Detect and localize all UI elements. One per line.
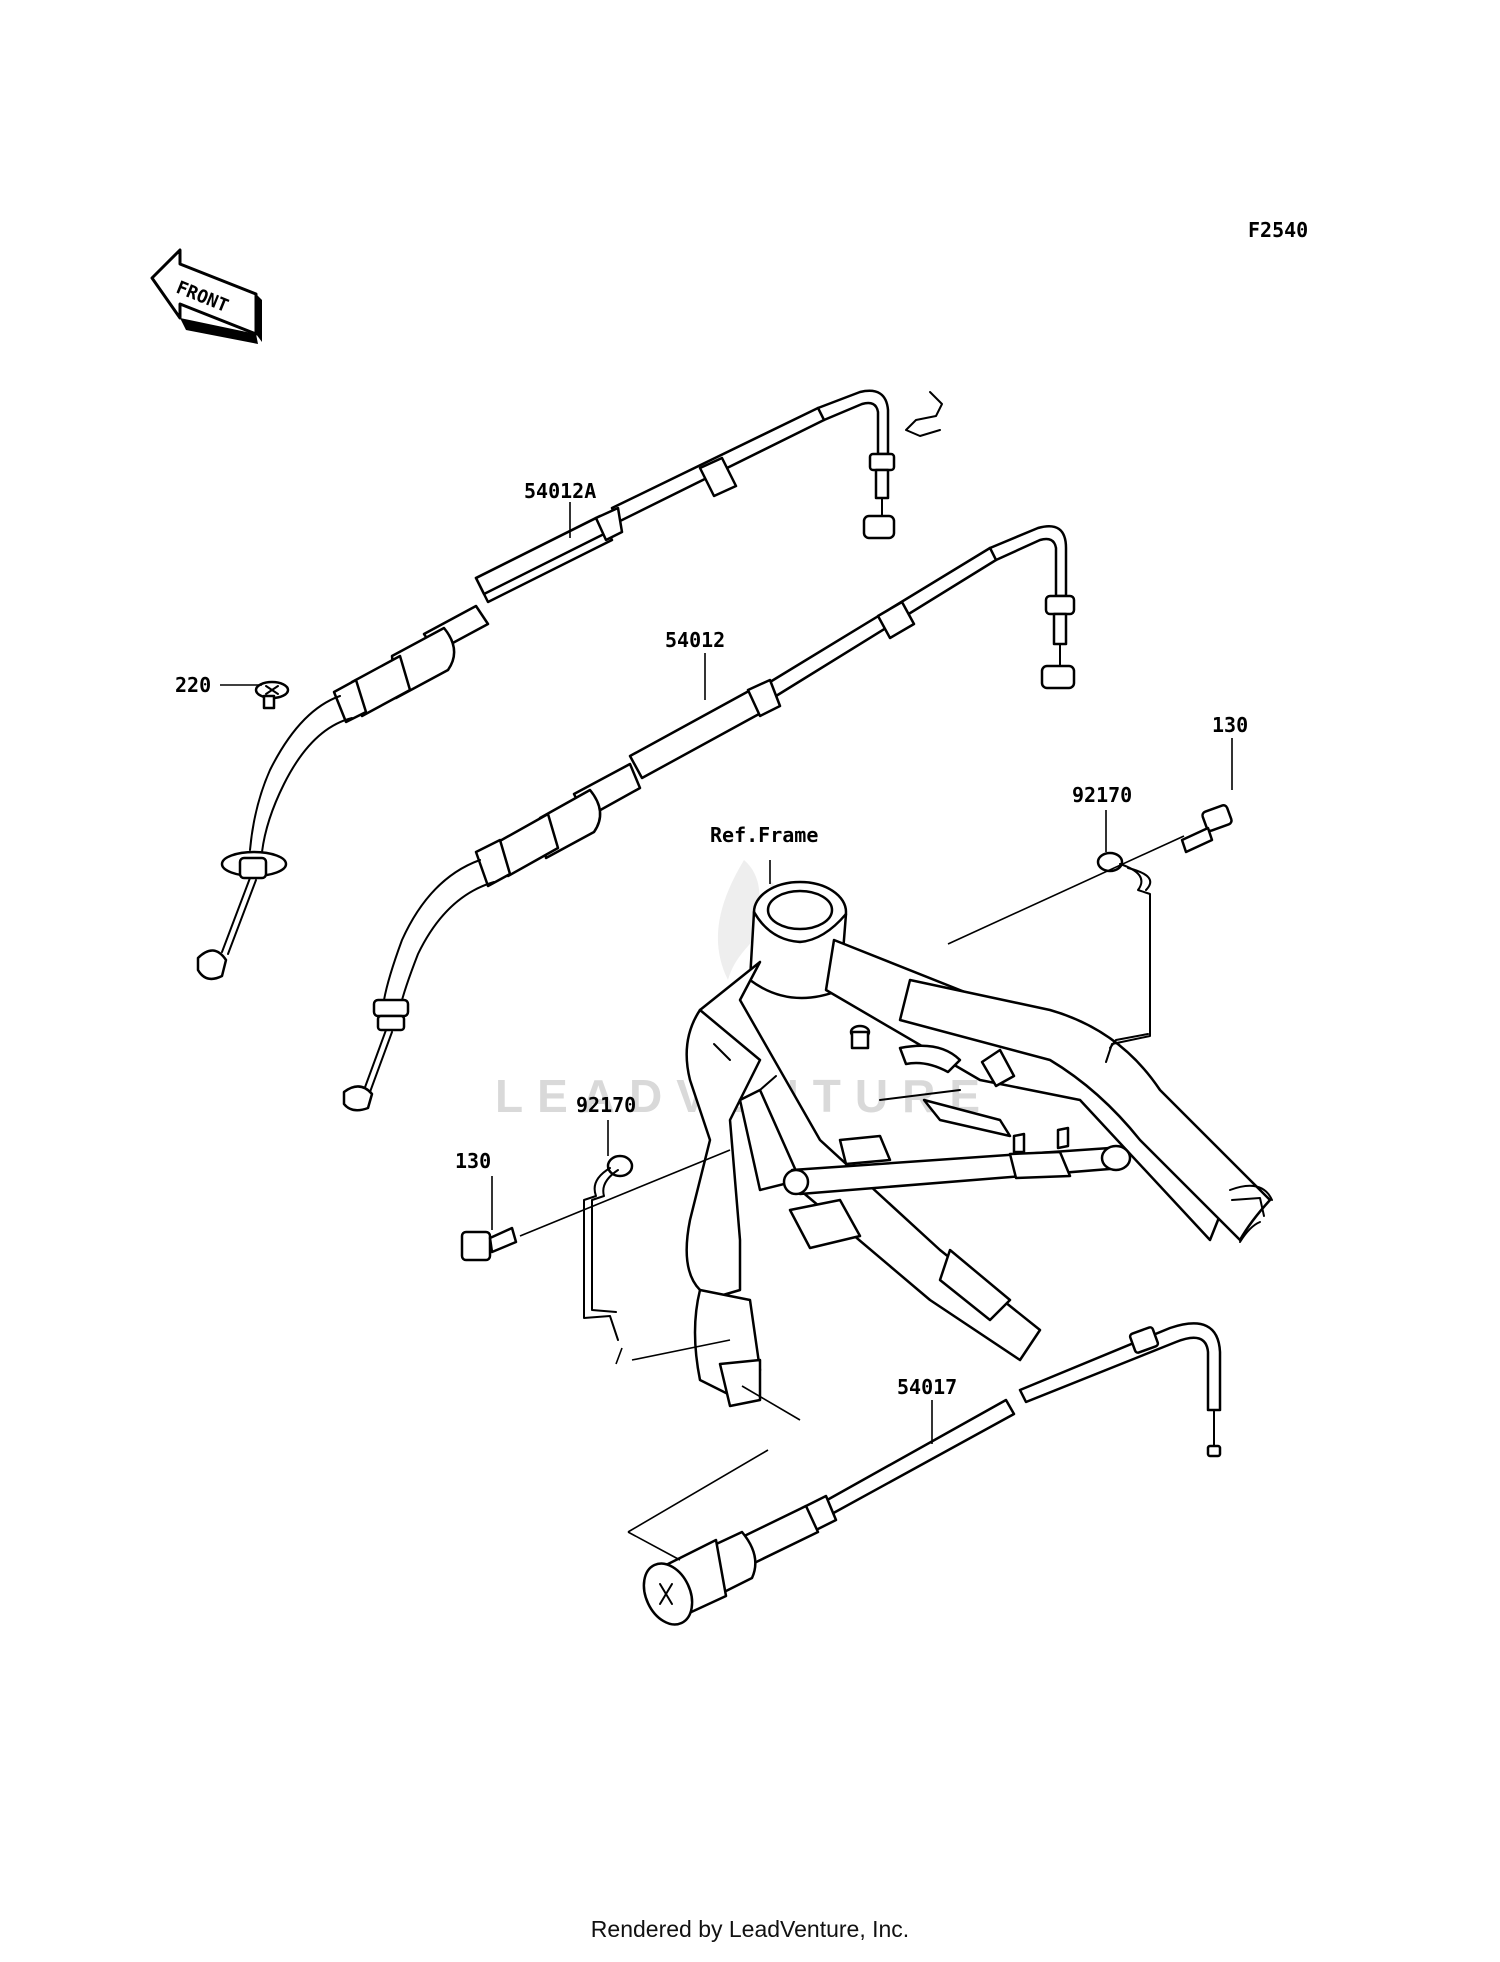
footer-credit: Rendered by LeadVenture, Inc. xyxy=(590,1916,910,1942)
bolt-130-left-icon xyxy=(460,1226,518,1262)
throttle-cable-54012a xyxy=(196,389,943,981)
label-130-left: 130 xyxy=(455,1149,491,1173)
throttle-cable-54012 xyxy=(342,525,1076,1112)
label-54012: 54012 xyxy=(665,628,725,652)
clamp-92170-left xyxy=(583,1154,634,1341)
screw-220-icon xyxy=(254,680,290,710)
label-54012a: 54012A xyxy=(524,479,596,503)
label-92170-right: 92170 xyxy=(1072,783,1132,807)
label-ref-frame: Ref.Frame xyxy=(710,823,818,847)
figure-code: F2540 xyxy=(1248,218,1308,242)
bolt-130-right-icon xyxy=(1180,804,1233,854)
label-92170-left: 92170 xyxy=(576,1093,636,1117)
clamp-92170-right xyxy=(1096,851,1152,1063)
label-54017: 54017 xyxy=(897,1375,957,1399)
label-130-right: 130 xyxy=(1212,713,1248,737)
frame-assembly xyxy=(685,880,1273,1408)
label-220: 220 xyxy=(175,673,211,697)
front-arrow-icon: FRONT xyxy=(150,248,262,344)
leader-lines xyxy=(220,502,1233,1561)
